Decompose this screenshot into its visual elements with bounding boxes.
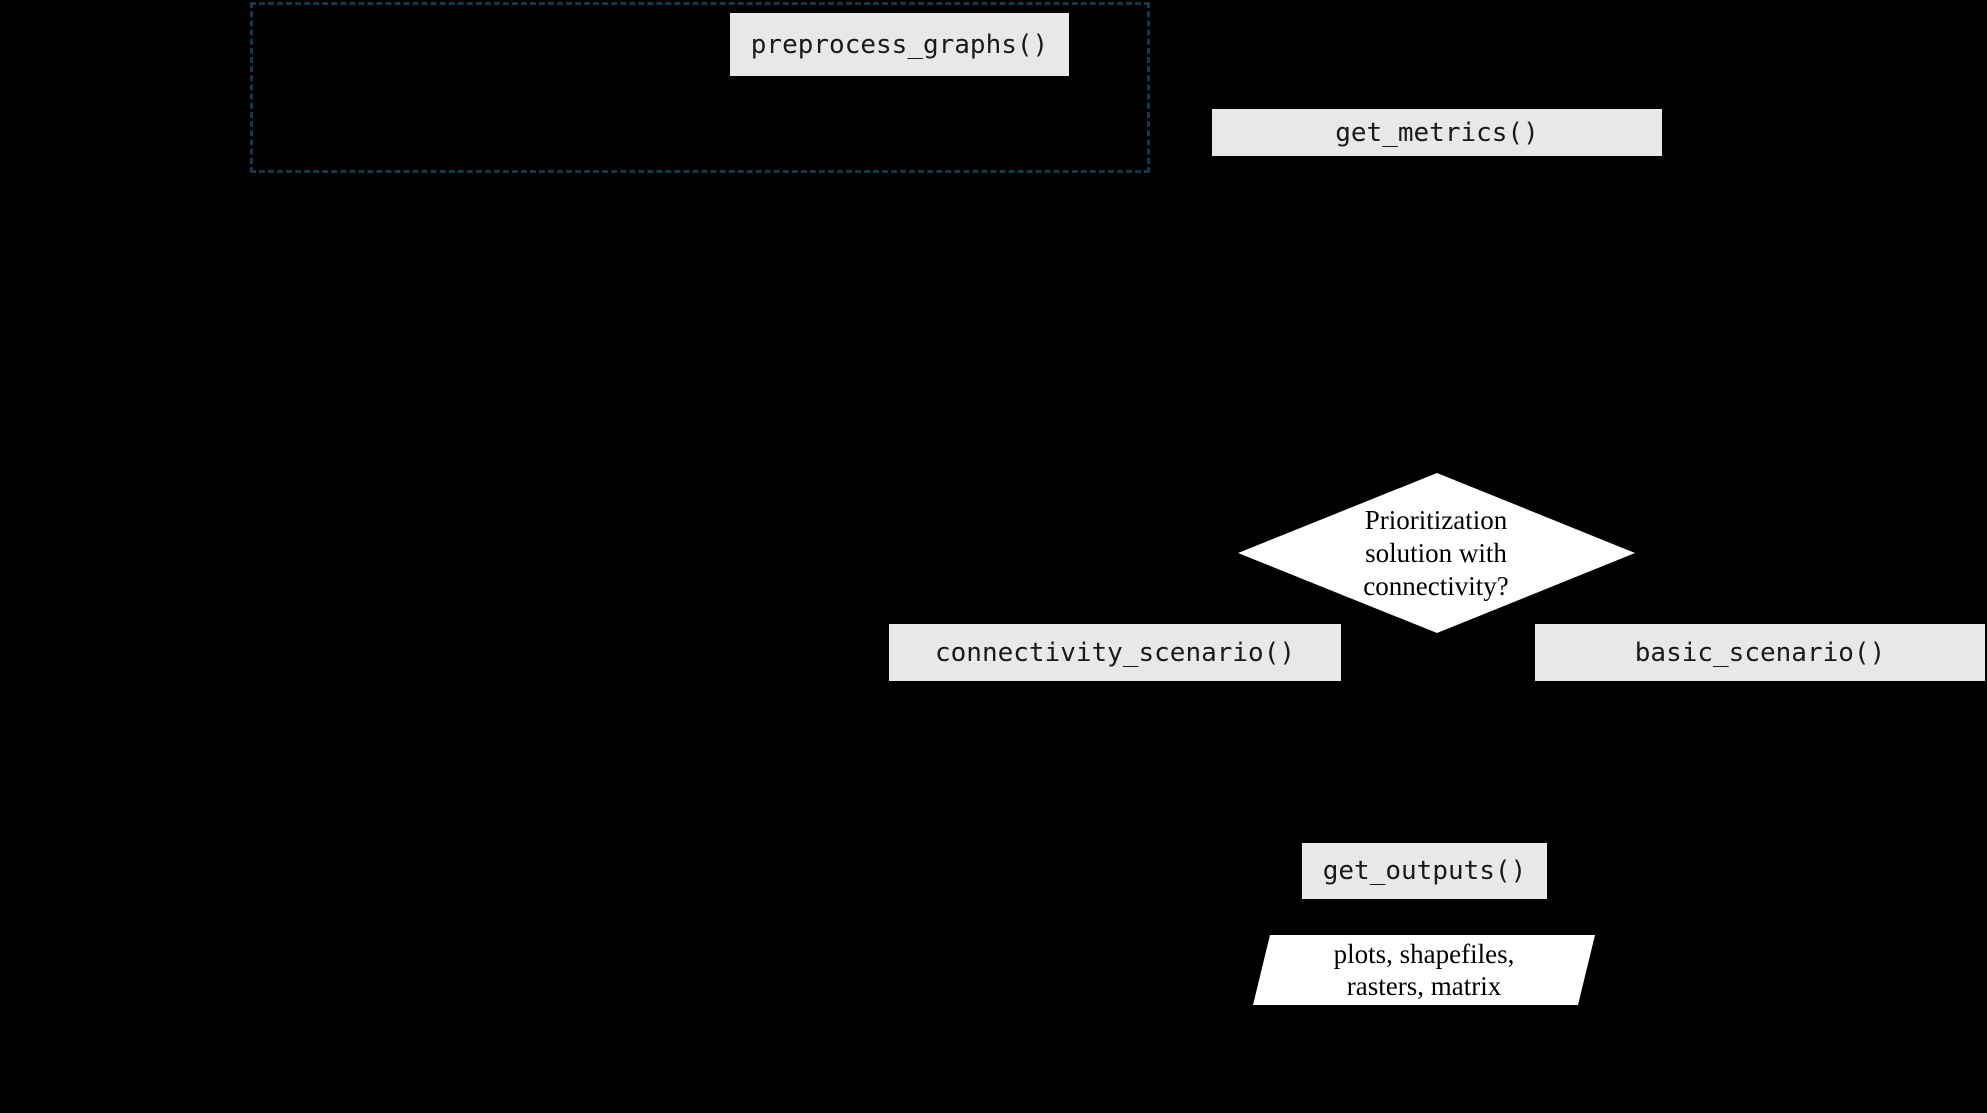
dashed-group-box <box>250 2 1150 173</box>
io-line-1: plots, shapefiles, <box>1333 939 1515 969</box>
io-line-2: rasters, matrix <box>1346 971 1502 1001</box>
node-get-metrics-label: get_metrics() <box>1335 117 1539 148</box>
node-preprocess-graphs: preprocess_graphs() <box>730 13 1069 76</box>
node-connectivity-scenario: connectivity_scenario() <box>889 624 1341 681</box>
node-connectivity-scenario-label: connectivity_scenario() <box>934 637 1296 668</box>
node-basic-scenario: basic_scenario() <box>1535 624 1985 681</box>
node-get-metrics: get_metrics() <box>1212 109 1662 156</box>
decision-line-3: connectivity? <box>1363 570 1509 601</box>
decision-diamond-text: Prioritization solution with connectivit… <box>1256 499 1616 607</box>
decision-line-1: Prioritization <box>1364 504 1508 535</box>
node-preprocess-graphs-label: preprocess_graphs() <box>750 29 1049 60</box>
decision-line-2: solution with <box>1365 537 1507 568</box>
node-get-outputs: get_outputs() <box>1302 843 1547 899</box>
io-parallelogram-text: plots, shapefiles, rasters, matrix <box>1273 937 1575 1003</box>
node-basic-scenario-label: basic_scenario() <box>1634 637 1886 668</box>
node-get-outputs-label: get_outputs() <box>1322 856 1527 886</box>
